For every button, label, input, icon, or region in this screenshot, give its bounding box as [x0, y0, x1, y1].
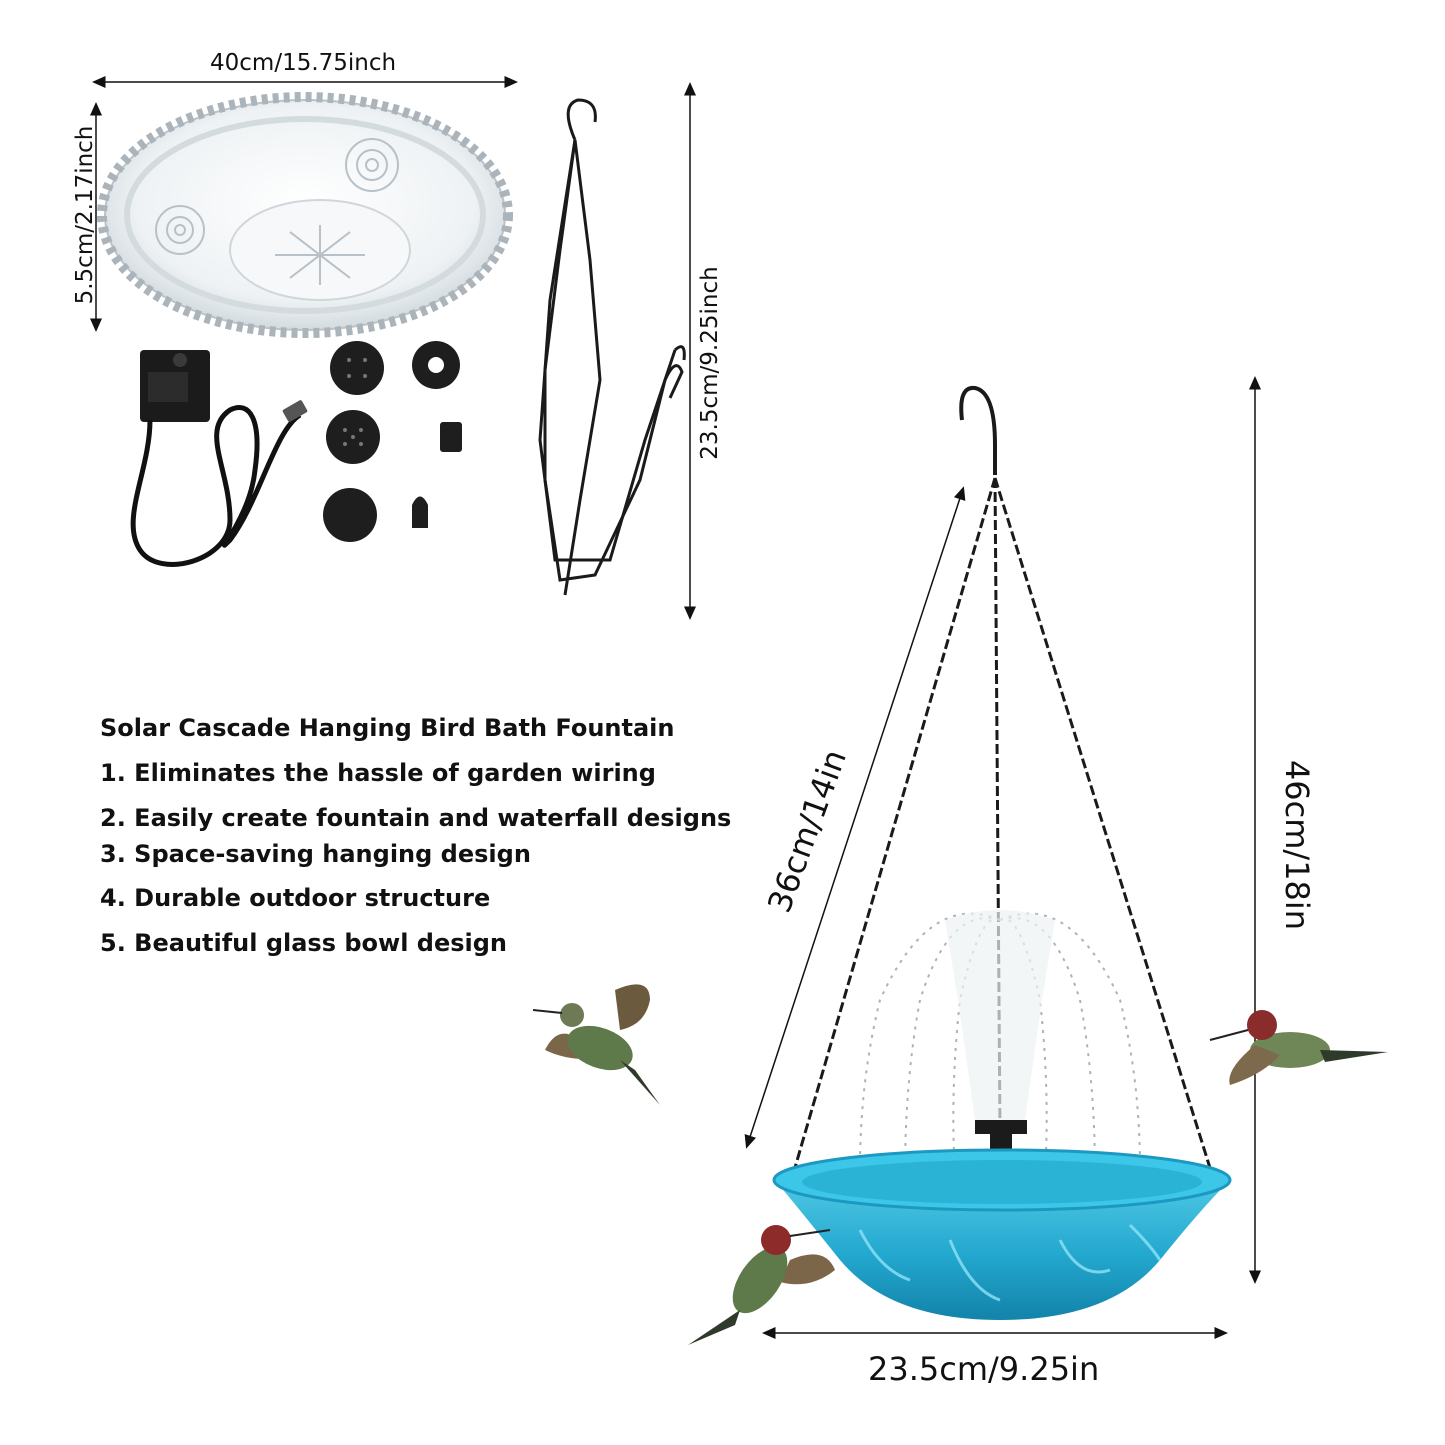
assembled-chain-arrow — [744, 486, 966, 1149]
hummingbird-left-icon — [532, 984, 660, 1105]
hanging-chain-icon — [538, 98, 677, 596]
product-title: Solar Cascade Hanging Bird Bath Fountain — [100, 714, 675, 742]
chain-length-label: 23.5cm/9.25inch — [697, 266, 723, 460]
feature-item-5: 5. Beautiful glass bowl design — [100, 929, 508, 957]
feature-item-2: 2. Easily create fountain and waterfall … — [100, 804, 732, 832]
solar-pump-icon — [130, 350, 308, 567]
bowl-height-label: 5.5cm/2.17inch — [72, 125, 98, 305]
assembled-height-label: 46cm/18in — [1278, 759, 1316, 931]
hummingbird-bottom-icon — [688, 1225, 835, 1345]
feature-item-4: 4. Durable outdoor structure — [100, 884, 491, 912]
assembled-width-label: 23.5cm/9.25in — [868, 1350, 1100, 1388]
feature-item-3: 3. Space-saving hanging design — [100, 840, 531, 868]
clear-glass-bowl-icon — [97, 92, 513, 338]
assembled-fountain-icon — [772, 385, 1232, 1320]
nozzle-set-icon — [323, 341, 462, 542]
bowl-width-label: 40cm/15.75inch — [210, 50, 397, 76]
hummingbird-right-icon — [1209, 1010, 1388, 1085]
feature-item-1: 1. Eliminates the hassle of garden wirin… — [100, 759, 656, 787]
